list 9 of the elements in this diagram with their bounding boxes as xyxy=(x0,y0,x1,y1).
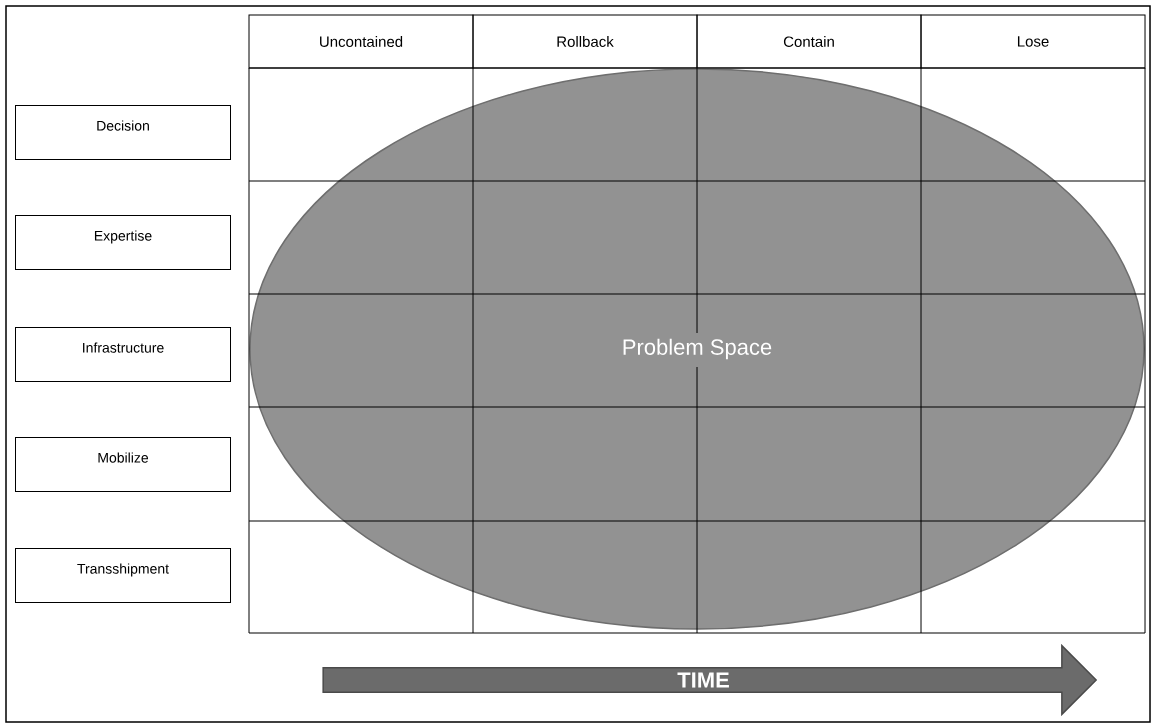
row-label-box: Decision xyxy=(15,105,231,160)
row-label-box: Infrastructure xyxy=(15,327,231,382)
column-header: Contain xyxy=(696,14,922,69)
row-label-box: Mobilize xyxy=(15,437,231,492)
row-label-box: Transshipment xyxy=(15,548,231,603)
row-label-box: Expertise xyxy=(15,215,231,270)
column-header: Lose xyxy=(920,14,1146,69)
column-header: Rollback xyxy=(472,14,698,69)
column-header: Uncontained xyxy=(248,14,474,69)
